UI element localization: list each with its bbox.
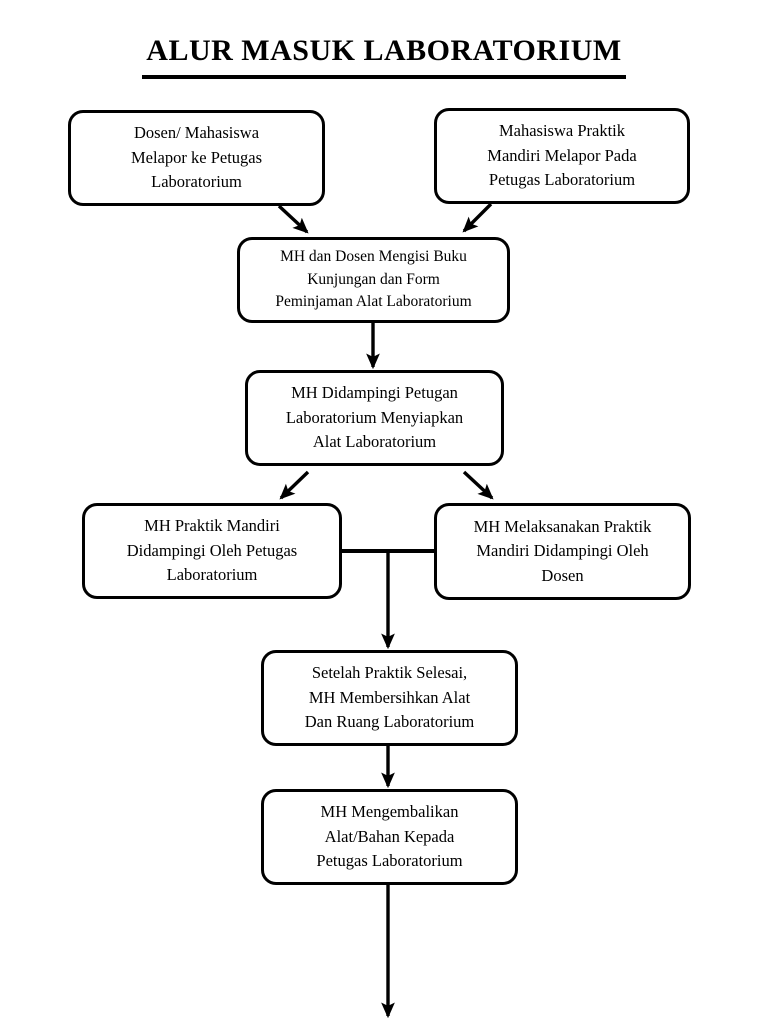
node-line: Laboratorium Menyiapkan <box>285 407 464 427</box>
node-line: Laboratorium <box>166 565 258 585</box>
node-line: Setelah Praktik Selesai, <box>311 663 468 683</box>
node-line: MH Praktik Mandiri <box>144 516 280 536</box>
node-praktik-mandiri-petugas[interactable]: MH Praktik Mandiri Didampingi Oleh Petug… <box>82 503 342 599</box>
node-line: Mandiri Didampingi Oleh <box>476 541 649 561</box>
node-line: Peminjaman Alat Laboratorium <box>275 293 472 311</box>
page-title-block: ALUR MASUK LABORATORIUM <box>0 34 768 79</box>
edge-node2-to-node3 <box>462 202 493 233</box>
node-line: Dosen/ Mahasiswa <box>133 123 260 143</box>
node-line: Petugas Laboratorium <box>488 170 636 190</box>
node-line: MH Mengembalikan <box>320 802 459 822</box>
node-line: Didampingi Oleh Petugas <box>126 540 298 560</box>
node-line: Dan Ruang Laboratorium <box>304 712 475 732</box>
node-line: Dosen <box>541 565 584 585</box>
node-line: MH Didampingi Petugan <box>291 383 458 403</box>
node-line: Kunjungan dan Form <box>307 270 440 288</box>
node-line: MH Membersihkan Alat <box>308 687 471 707</box>
edge-node1-to-node3 <box>277 204 309 234</box>
page-title: ALUR MASUK LABORATORIUM <box>142 34 626 79</box>
node-line: MH dan Dosen Mengisi Buku <box>280 247 467 265</box>
edge-node4-to-node6 <box>462 470 494 500</box>
node-mahasiswa-praktik-mandiri-melapor[interactable]: Mahasiswa Praktik Mandiri Melapor Pada P… <box>434 108 690 204</box>
node-menyiapkan-alat[interactable]: MH Didampingi Petugan Laboratorium Menyi… <box>245 370 504 466</box>
node-membersihkan-alat-ruang[interactable]: Setelah Praktik Selesai, MH Membersihkan… <box>261 650 518 746</box>
node-dosen-mahasiswa-melapor[interactable]: Dosen/ Mahasiswa Melapor ke Petugas Labo… <box>68 110 325 206</box>
node-line: Mandiri Melapor Pada <box>487 145 637 165</box>
node-mengembalikan-alat-bahan[interactable]: MH Mengembalikan Alat/Bahan Kepada Petug… <box>261 789 518 885</box>
node-line: Laboratorium <box>151 172 242 192</box>
node-line: MH Melaksanakan Praktik <box>473 516 652 536</box>
node-line: Melapor ke Petugas <box>130 147 263 167</box>
node-line: Mahasiswa Praktik <box>498 121 626 141</box>
edge-node4-to-node5 <box>279 470 310 500</box>
node-mengisi-buku-kunjungan[interactable]: MH dan Dosen Mengisi Buku Kunjungan dan … <box>237 237 510 323</box>
node-line: Petugas Laboratorium <box>316 851 463 871</box>
node-praktik-mandiri-dosen[interactable]: MH Melaksanakan Praktik Mandiri Didampin… <box>434 503 691 600</box>
node-line: Alat/Bahan Kepada <box>324 826 455 846</box>
node-line: Alat Laboratorium <box>312 432 437 452</box>
